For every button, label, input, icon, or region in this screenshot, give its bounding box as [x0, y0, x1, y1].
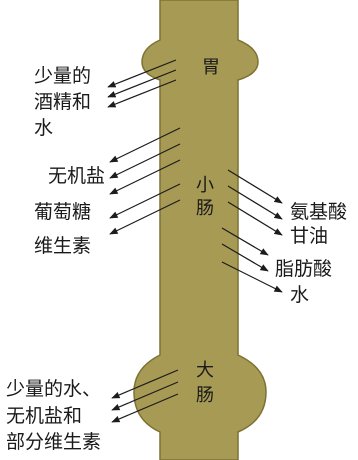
digestive-tract	[133, 0, 267, 460]
small-right-absorb-line2: 甘油	[290, 225, 328, 247]
stomach-absorb-line1: 少量的	[34, 65, 91, 87]
large-arrow-1	[111, 369, 179, 399]
small-intestine-right-arrows	[221, 169, 283, 293]
large-intestine-label-line1: 大	[196, 360, 214, 381]
small-right-absorb-line3: 脂肪酸	[275, 258, 332, 280]
stomach-arrows	[107, 59, 177, 108]
small-left-absorb-line2: 葡萄糖	[34, 201, 91, 223]
large-absorb-line3: 部分维生素	[6, 431, 101, 453]
large-intestine-label-line2: 肠	[196, 385, 214, 406]
stomach-label: 胃	[202, 57, 220, 78]
stomach-absorb-line3: 水	[34, 117, 53, 139]
stomach-arrow-1	[107, 59, 177, 88]
small-intestine-left-arrows	[109, 127, 181, 235]
large-arrow-2	[111, 381, 179, 411]
small-left-arrow-5	[109, 199, 181, 235]
large-absorb-line2: 无机盐和	[6, 405, 82, 427]
small-right-arrow-2	[227, 185, 283, 220]
small-left-arrow-4	[109, 183, 181, 219]
small-right-absorb-line1: 氨基酸	[290, 201, 347, 223]
small-left-arrow-1	[109, 127, 181, 163]
small-right-arrow-4	[221, 227, 269, 256]
large-intestine-arrows	[111, 369, 179, 423]
stomach-absorb-line2: 酒精和	[34, 91, 91, 113]
stomach-arrow-2	[107, 69, 177, 98]
small-left-arrow-2	[109, 143, 181, 179]
small-right-arrow-3	[227, 201, 283, 236]
small-right-absorb-line4: 水	[290, 284, 309, 306]
large-arrow-3	[111, 393, 179, 423]
small-right-arrow-5	[221, 243, 269, 272]
small-right-arrow-1	[227, 169, 283, 204]
stomach-arrow-3	[107, 79, 177, 108]
small-left-absorb-line1: 无机盐	[48, 165, 105, 187]
large-absorb-line1: 少量的水、	[6, 378, 101, 400]
small-intestine-label-line2: 肠	[196, 198, 214, 219]
small-right-arrow-6	[221, 261, 283, 293]
small-left-absorb-line3: 维生素	[34, 235, 91, 257]
small-left-arrow-3	[109, 159, 181, 195]
small-intestine-label-line1: 小	[196, 175, 214, 196]
